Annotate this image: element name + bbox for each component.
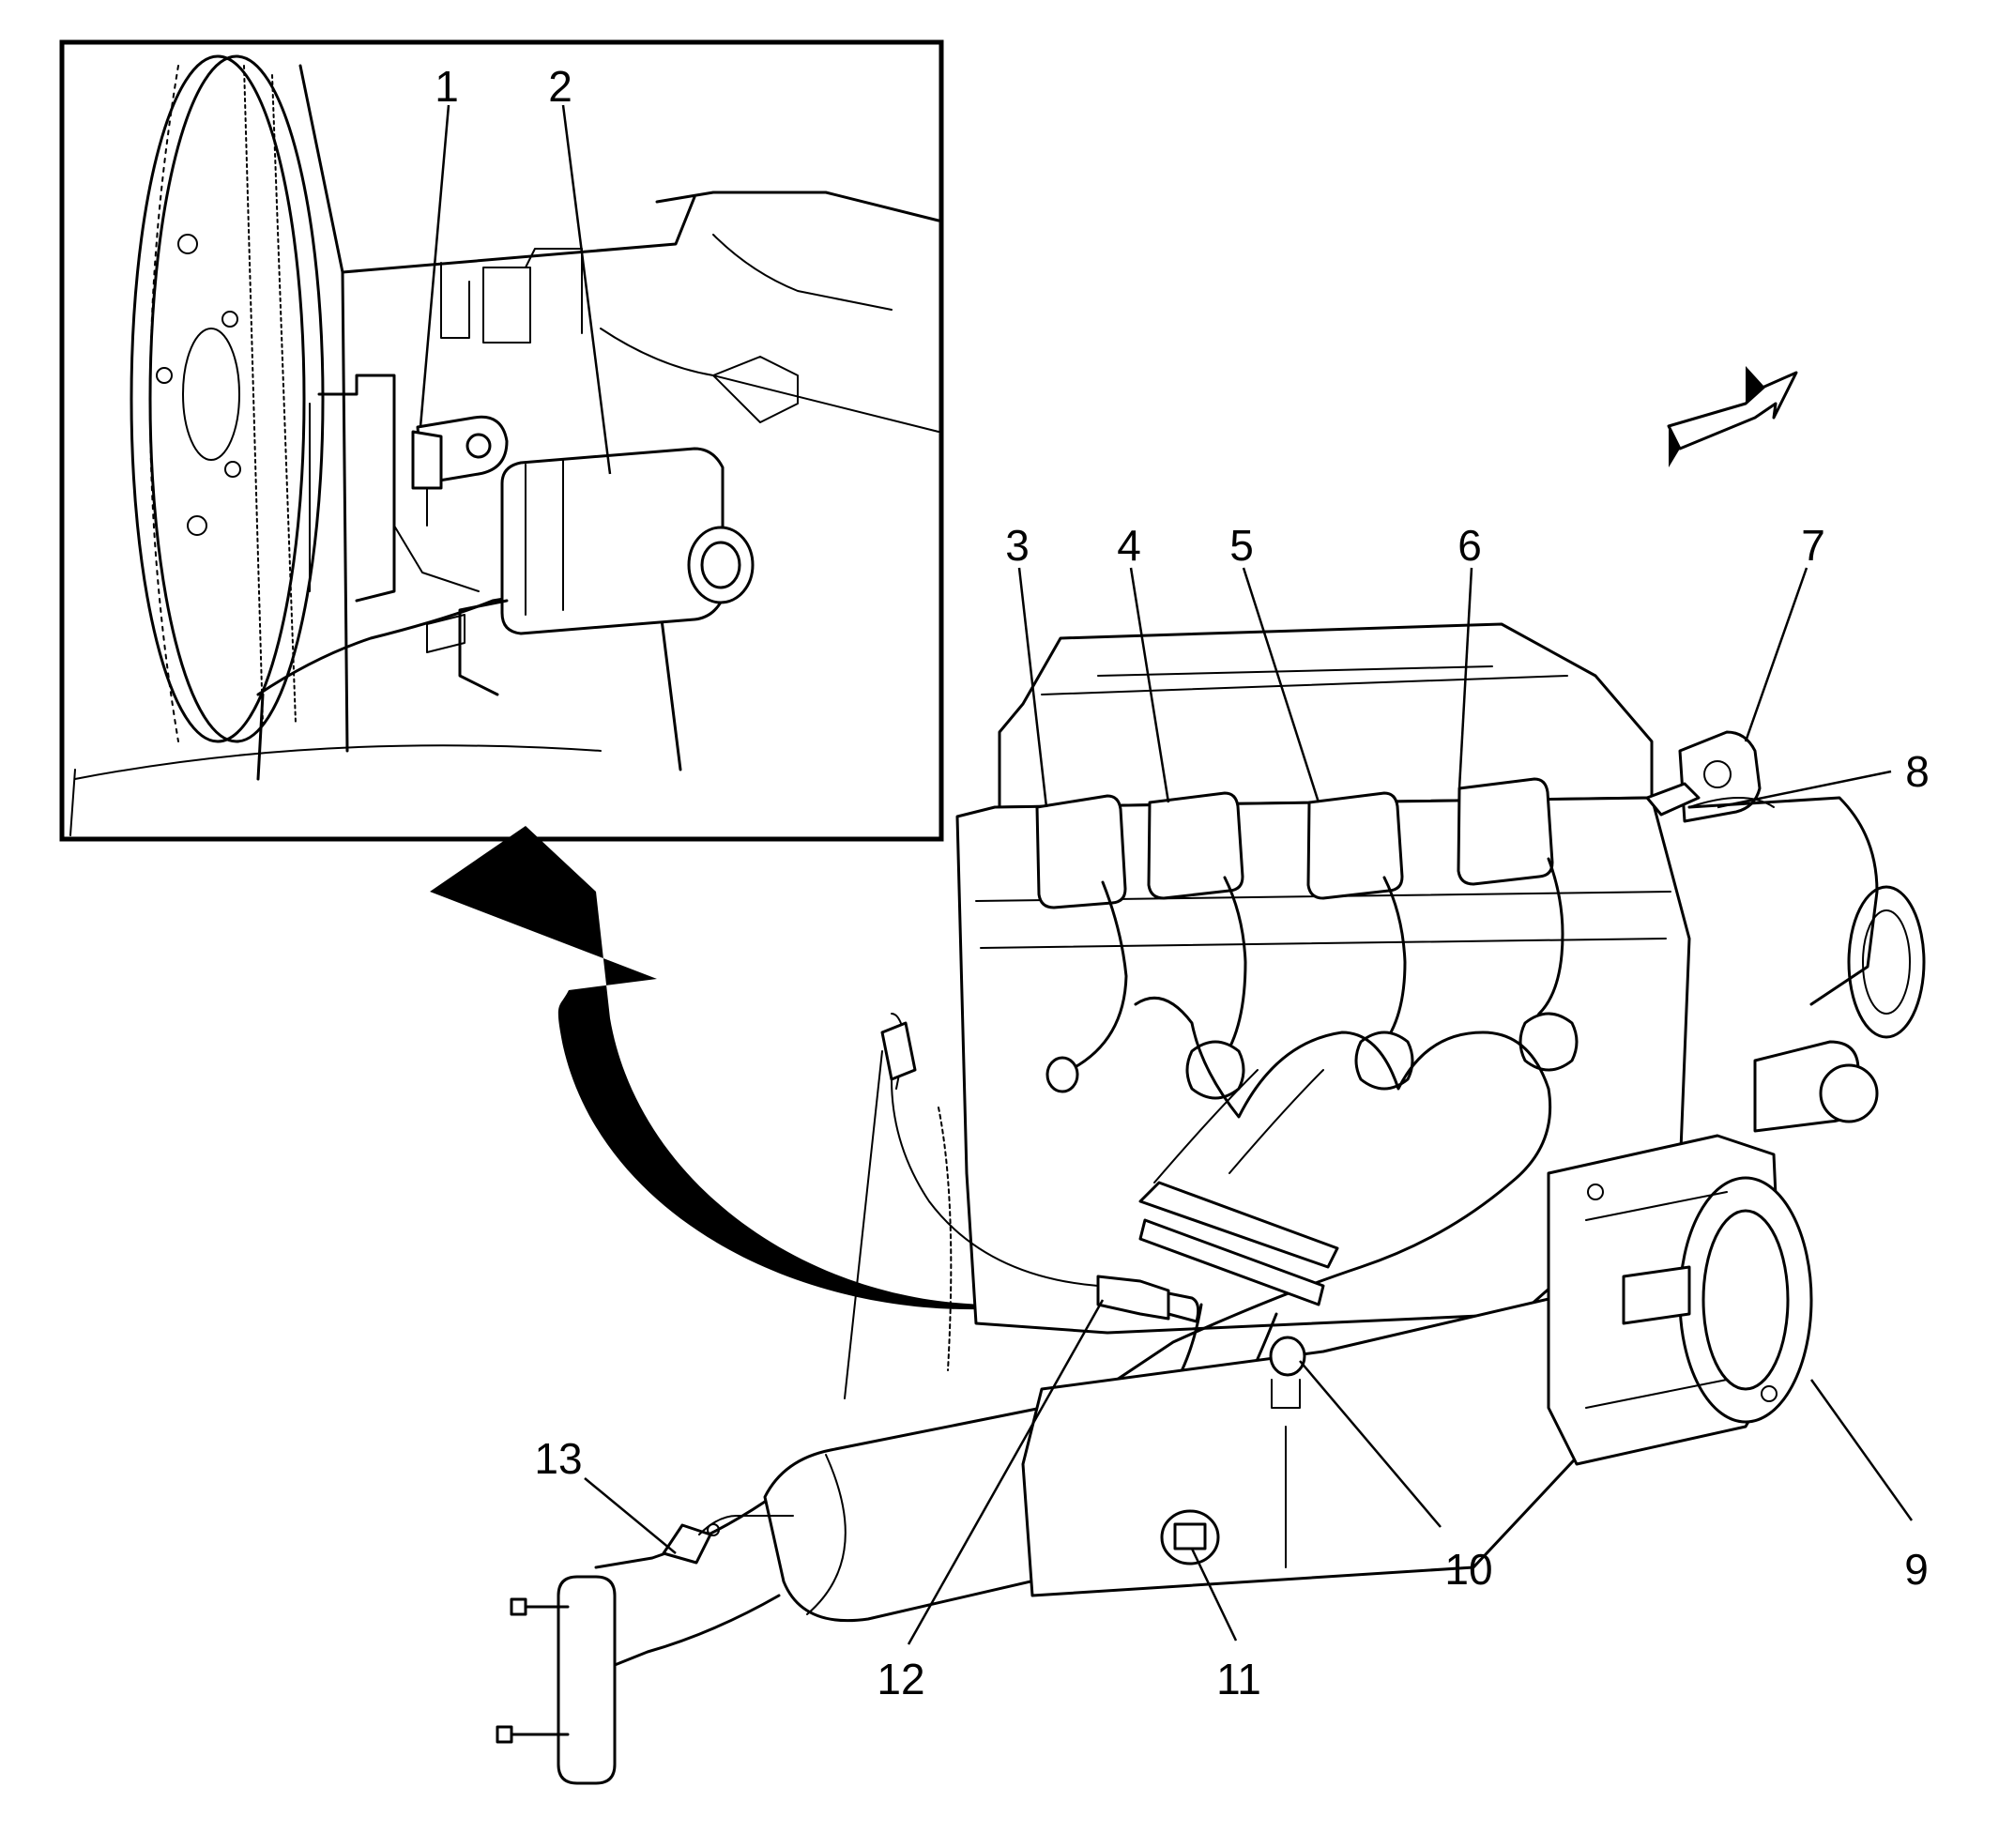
callout-5: 5 [1229,521,1254,570]
leader-13 [584,1477,677,1554]
leader-6 [1457,567,1473,789]
leader-10 [1299,1360,1442,1528]
callout-6: 6 [1457,521,1482,570]
leader-7 [1744,567,1808,742]
leader-12 [907,1299,1105,1645]
callout-2: 2 [548,62,572,111]
callout-9: 9 [1904,1545,1929,1594]
oil-level-sensor-11 [1160,1509,1220,1565]
front-direction-arrow [1667,366,1798,467]
leader-3 [1017,567,1048,808]
intake-air-temp-sensor-8 [1645,782,1775,817]
callout-13: 13 [534,1434,582,1483]
starter-motor [458,447,755,696]
leader-2 [561,104,612,475]
leader-5 [1242,567,1320,803]
leader-9 [1809,1379,1914,1521]
detail-inset [59,39,944,842]
knock-sensor-10 [1269,1336,1306,1409]
ac-compressor-9 [1547,1134,1813,1466]
callout-12: 12 [877,1655,924,1703]
throttle-body-7 [1678,730,1762,823]
callout-7: 7 [1801,521,1825,570]
callout-10: 10 [1444,1545,1492,1594]
flywheel [130,54,325,743]
callout-11: 11 [1216,1655,1261,1703]
leader-4 [1129,567,1170,803]
ignition-coil-3 [1035,794,1128,1093]
exhaust-manifold [1087,996,1552,1400]
exhaust-flange [496,1575,617,1785]
crankshaft-position-sensor-detail [411,415,509,527]
leader-8 [1717,770,1892,809]
view-reference-arrow [430,826,995,1310]
pulley [1847,885,1926,1039]
callout-1: 1 [435,62,459,111]
ignition-coil-6 [1457,777,1579,1072]
leader-1 [419,104,450,428]
callout-8: 8 [1905,747,1930,796]
leader-11 [1190,1548,1238,1642]
engine-assembly [496,622,1926,1785]
callout-3: 3 [1005,521,1030,570]
crankshaft-sensor-connector-12 [891,1078,1200,1323]
callout-4: 4 [1117,521,1141,570]
valve-cover [998,622,1654,809]
